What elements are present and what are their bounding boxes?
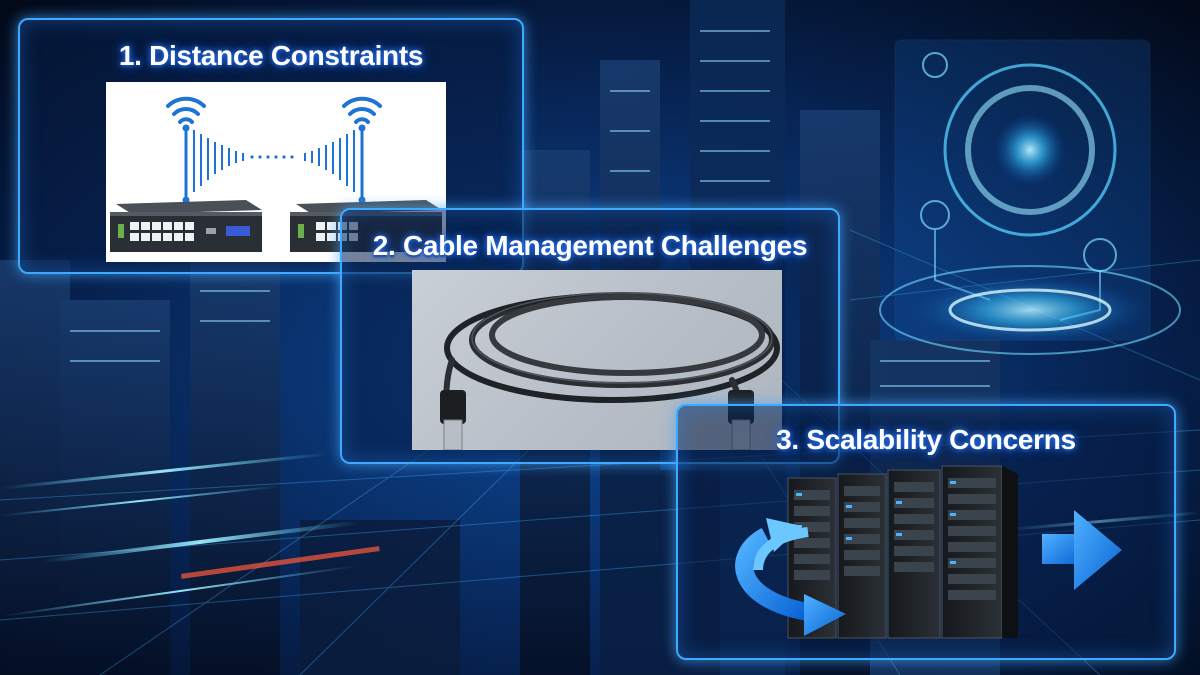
panel-title: 2. Cable Management Challenges	[372, 230, 808, 261]
server-racks-illustration	[718, 460, 1148, 646]
wifi-icon	[166, 96, 206, 124]
wifi-icon	[342, 96, 382, 124]
network-switch	[110, 200, 262, 252]
panel-title: 1. Distance Constraints	[118, 40, 424, 71]
right-arrow-icon	[1042, 510, 1122, 590]
circular-arrow-icon	[735, 518, 846, 636]
panel-title: 3. Scalability Concerns	[776, 424, 1076, 455]
scalability-concerns-panel: 3. Scalability Concerns	[676, 404, 1176, 660]
